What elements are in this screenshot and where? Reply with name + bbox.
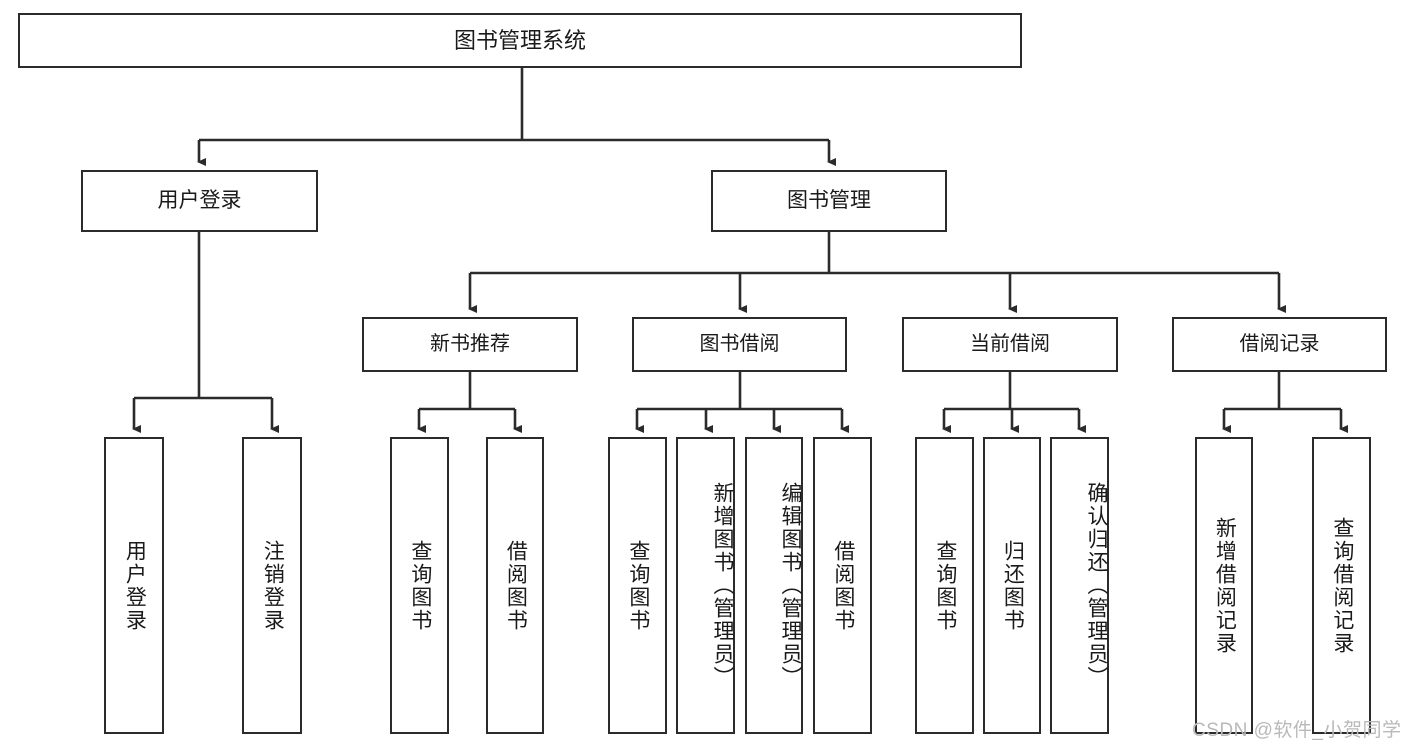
node-borrow-record-label: 借阅记录	[1239, 332, 1320, 355]
node-leaf-edit-book-label: 编辑图书（管理员）	[779, 482, 802, 689]
node-leaf-borrow-book-1-label: 借阅图书	[504, 539, 528, 632]
node-current-borrow[interactable]: 当前借阅	[902, 317, 1118, 372]
node-leaf-query-book-3[interactable]: 查询图书	[915, 437, 974, 734]
node-root-label: 图书管理系统	[453, 27, 586, 53]
node-book-manage-label: 图书管理	[787, 188, 871, 212]
node-leaf-query-record-label: 查询借阅记录	[1330, 516, 1354, 655]
node-root[interactable]: 图书管理系统	[18, 13, 1022, 68]
node-leaf-confirm-return[interactable]: 确认归还（管理员）	[1050, 437, 1109, 734]
node-leaf-borrow-book-2[interactable]: 借阅图书	[813, 437, 872, 734]
node-leaf-query-book-1-label: 查询图书	[408, 539, 432, 632]
node-user-login[interactable]: 用户登录	[81, 170, 318, 232]
node-leaf-borrow-book-1[interactable]: 借阅图书	[486, 437, 544, 734]
node-leaf-user-logout[interactable]: 注销登录	[242, 437, 302, 734]
node-leaf-add-record-label: 新增借阅记录	[1213, 516, 1237, 655]
node-leaf-add-book[interactable]: 新增图书（管理员）	[676, 437, 735, 734]
node-leaf-query-book-2[interactable]: 查询图书	[608, 437, 667, 734]
watermark: CSDN @软件_小贺同学	[1192, 720, 1402, 741]
node-leaf-user-login[interactable]: 用户登录	[104, 437, 164, 734]
node-leaf-user-login-label: 用户登录	[123, 539, 147, 632]
node-leaf-return-book-label: 归还图书	[1001, 539, 1025, 632]
node-leaf-borrow-book-2-label: 借阅图书	[831, 539, 855, 632]
node-book-borrow[interactable]: 图书借阅	[632, 317, 847, 372]
node-new-book-recommend-label: 新书推荐	[430, 332, 510, 355]
node-user-login-label: 用户登录	[157, 188, 242, 212]
node-leaf-query-book-3-label: 查询图书	[933, 539, 957, 632]
node-book-manage[interactable]: 图书管理	[711, 170, 947, 232]
node-leaf-query-book-1[interactable]: 查询图书	[390, 437, 449, 734]
node-new-book-recommend[interactable]: 新书推荐	[362, 317, 578, 372]
node-leaf-return-book[interactable]: 归还图书	[983, 437, 1041, 734]
node-leaf-add-record[interactable]: 新增借阅记录	[1195, 437, 1253, 734]
node-leaf-query-record[interactable]: 查询借阅记录	[1312, 437, 1371, 734]
node-leaf-add-book-label: 新增图书（管理员）	[711, 482, 734, 689]
node-book-borrow-label: 图书借阅	[699, 332, 780, 355]
node-leaf-user-logout-label: 注销登录	[261, 539, 285, 632]
node-borrow-record[interactable]: 借阅记录	[1172, 317, 1387, 372]
node-current-borrow-label: 当前借阅	[970, 332, 1050, 355]
node-leaf-query-book-2-label: 查询图书	[626, 539, 650, 632]
node-leaf-edit-book[interactable]: 编辑图书（管理员）	[745, 437, 803, 734]
node-leaf-confirm-return-label: 确认归还（管理员）	[1085, 482, 1108, 689]
